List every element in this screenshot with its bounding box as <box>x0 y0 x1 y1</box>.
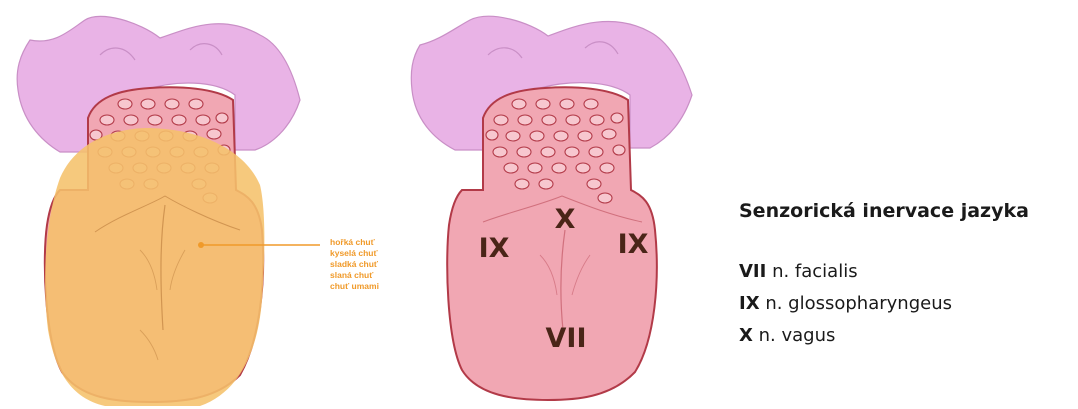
taste-label-sweet: sladká chuť <box>330 259 379 269</box>
nerve-mark-left-ix: IX <box>479 233 510 264</box>
innervation-legend: Senzorická inervace jazyka VII n. facial… <box>739 200 1029 352</box>
taste-label-umami: chuť umami <box>330 281 379 291</box>
nerve-mark-center-x: X <box>555 204 576 235</box>
left-taste-zone <box>45 128 264 406</box>
legend-nerve-name: n. glossopharyngeus <box>765 293 952 314</box>
legend-title: Senzorická inervace jazyka <box>739 200 1029 222</box>
left-tongue-illustration: hořká chuť kyselá chuť sladká chuť slaná… <box>17 16 379 406</box>
taste-pointer-dot <box>198 242 204 248</box>
taste-label-salty: slaná chuť <box>330 270 374 280</box>
taste-label-bitter: hořká chuť <box>330 237 376 247</box>
legend-nerve-name: n. facialis <box>772 261 858 282</box>
legend-code: VII <box>739 261 766 282</box>
legend-list: VII n. facialis IX n. glossopharyngeus X… <box>739 256 1029 352</box>
legend-code: IX <box>739 293 760 314</box>
nerve-mark-bottom-vii: VII <box>546 323 587 354</box>
legend-nerve-name: n. vagus <box>759 325 836 346</box>
legend-item-facialis: VII n. facialis <box>739 256 1029 288</box>
taste-label-sour: kyselá chuť <box>330 248 378 258</box>
legend-item-glossopharyngeus: IX n. glossopharyngeus <box>739 288 1029 320</box>
legend-item-vagus: X n. vagus <box>739 320 1029 352</box>
legend-code: X <box>739 325 753 346</box>
nerve-mark-right-ix: IX <box>618 229 649 260</box>
right-tongue-illustration: IX X IX VII <box>411 16 692 400</box>
